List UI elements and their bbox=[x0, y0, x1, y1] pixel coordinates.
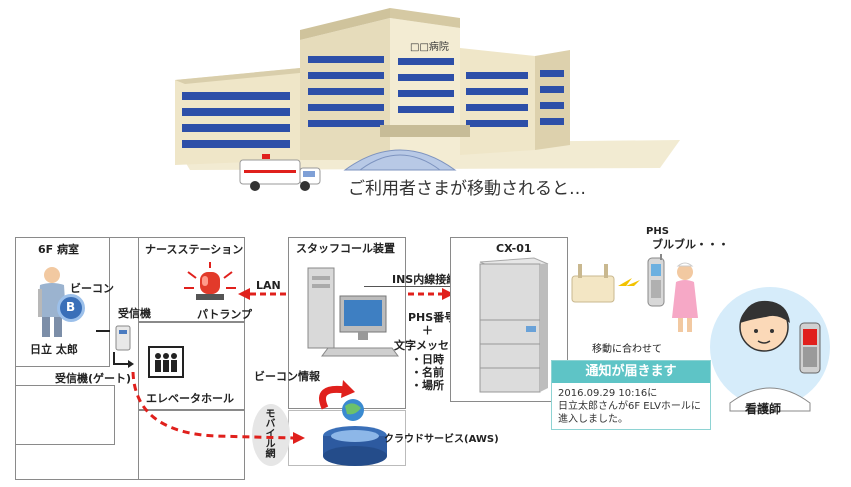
notification-line-2: 日立太郎さんが6F ELVホールに bbox=[558, 401, 701, 412]
room-label: 6F 病室 bbox=[38, 243, 79, 256]
hospital-caption: ご利用者さまが移動されると… bbox=[348, 179, 586, 199]
notification-box: 通知が届きます 2016.09.29 10:16に 日立太郎さんが6F ELVホ… bbox=[551, 360, 711, 430]
receiver-device-icon bbox=[113, 325, 134, 368]
mobile-net-oval bbox=[252, 404, 290, 466]
phs-label: PHS bbox=[646, 226, 669, 237]
receiver-line bbox=[96, 330, 110, 332]
ins-arrow bbox=[408, 288, 454, 300]
elevator-hall-label: エレベータホール bbox=[146, 392, 234, 405]
nurse-station-room bbox=[138, 237, 245, 322]
phs-ring-label: ブルブル・・・ bbox=[652, 238, 729, 251]
hospital-main-tower bbox=[300, 8, 460, 160]
plus-label: ＋ bbox=[422, 324, 433, 337]
nurse-label: 看護師 bbox=[745, 402, 782, 416]
ins-line bbox=[364, 286, 468, 287]
cx01-device-icon bbox=[479, 257, 549, 393]
notification-line-3: 進入しました。 bbox=[558, 414, 628, 425]
beacon-info-label: ビーコン情報 bbox=[254, 370, 320, 383]
follow-label: 移動に合わせて bbox=[592, 344, 662, 355]
beacon-icon bbox=[57, 294, 85, 322]
patlamp-icon bbox=[184, 262, 236, 300]
pc-icon bbox=[307, 267, 399, 357]
phs-handset-icon bbox=[647, 254, 665, 307]
hospital-illustration bbox=[175, 8, 680, 191]
hospital-left-wing bbox=[175, 68, 310, 165]
beacon-letter: B bbox=[66, 300, 76, 314]
hospital-sign: □□病院 bbox=[410, 42, 449, 53]
message-item-name: ・名前 bbox=[411, 366, 444, 379]
hospital-right-wing bbox=[460, 48, 570, 155]
elevator-icon bbox=[148, 346, 184, 378]
patient-name: 日立 太郎 bbox=[30, 343, 78, 356]
nurse-small-icon bbox=[672, 262, 698, 332]
lower-left-room bbox=[15, 385, 115, 445]
staff-call-label: スタッフコール装置 bbox=[296, 242, 395, 255]
ambulance-icon bbox=[239, 154, 321, 191]
beacon-label: ビーコン bbox=[70, 282, 114, 295]
message-item-datetime: ・日時 bbox=[411, 353, 444, 366]
message-item-place: ・場所 bbox=[411, 379, 444, 392]
nurse-portrait-icon bbox=[710, 287, 830, 412]
notification-body: 2016.09.29 10:16に 日立太郎さんが6F ELVホールに 進入しま… bbox=[552, 383, 710, 430]
lan-arrow bbox=[238, 288, 296, 300]
receiver-label: 受信機 bbox=[118, 307, 151, 320]
lower-middle-room bbox=[138, 410, 245, 480]
receiver-gate-label: 受信機(ゲート) bbox=[55, 372, 132, 385]
phs-antenna-icon bbox=[571, 264, 640, 303]
patlamp-label: パトランプ bbox=[197, 308, 252, 321]
ins-label: INS内線接続 bbox=[392, 273, 458, 286]
phs-number-label: PHS番号 bbox=[408, 311, 456, 324]
cloud-icon bbox=[319, 380, 387, 466]
nurse-station-label: ナースステーション bbox=[145, 243, 244, 256]
lan-label: LAN bbox=[256, 279, 281, 292]
notification-title: 通知が届きます bbox=[552, 361, 710, 383]
notification-line-1: 2016.09.29 10:16に bbox=[558, 388, 658, 399]
beacon-route-arrow bbox=[131, 371, 305, 444]
cloud-label: クラウドサービス(AWS) bbox=[384, 434, 499, 445]
cx01-label: CX-01 bbox=[496, 242, 532, 255]
mobile-net-label: モバイル網 bbox=[263, 408, 274, 458]
